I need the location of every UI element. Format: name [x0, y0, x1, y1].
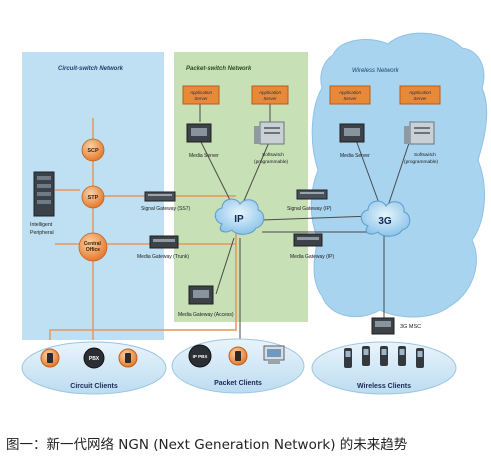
media-gateway-access-icon[interactable]: [188, 285, 214, 305]
computer-icon[interactable]: [263, 345, 285, 364]
mobile-phone-4-icon[interactable]: [398, 346, 406, 366]
softswitch-wireless-label: Softswitch (programmable): [404, 152, 439, 165]
stp-label: STP: [88, 195, 99, 201]
media-server-wireless-label: Media Server: [340, 153, 370, 159]
signal-gateway-ss7-icon[interactable]: [144, 191, 176, 202]
mobile-phone-2-icon[interactable]: [362, 346, 370, 366]
central-office-line1: Central: [84, 241, 102, 247]
media-gateway-access-label: Media Gateway (Access): [178, 312, 234, 318]
packet-zone-label: Packet-switch Network: [186, 66, 252, 72]
app-server-packet-1[interactable]: Application Server: [182, 85, 220, 105]
media-gateway-ip-icon[interactable]: [293, 233, 323, 247]
mobile-phone-5-icon[interactable]: [416, 348, 424, 368]
app-server-wireless-2[interactable]: Application Server: [399, 85, 441, 105]
central-office-label: Central Office: [84, 241, 103, 253]
circuit-clients-label: Circuit Clients: [70, 383, 118, 390]
signal-gateway-ip-icon[interactable]: [296, 189, 328, 200]
ip-phone-icon: [235, 351, 241, 361]
svg-text:Server: Server: [194, 96, 208, 101]
svg-text:Server: Server: [343, 96, 357, 101]
central-office-node[interactable]: [78, 232, 108, 262]
mobile-phone-1-icon[interactable]: [344, 348, 352, 368]
wireless-cloud: [310, 32, 488, 318]
svg-text:Application: Application: [408, 90, 432, 95]
mobile-phones-group: [344, 346, 424, 368]
scp-node[interactable]: [81, 138, 105, 162]
app-server-packet-2[interactable]: Application Server: [251, 85, 289, 105]
stp-node[interactable]: [81, 185, 105, 209]
intelligent-peripheral-label: Intelligent Peripheral: [30, 222, 54, 236]
media-gateway-trunk-icon[interactable]: [149, 235, 179, 249]
ip-cloud-label: IP: [234, 214, 244, 225]
svg-text:Application: Application: [189, 90, 213, 95]
ip-pbx-circle[interactable]: [188, 344, 212, 368]
signal-gateway-ip-label: Signal Gateway (IP): [287, 206, 332, 212]
diagram-canvas: Circuit-switch Network Packet-switch Net…: [21, 32, 488, 395]
3g-cloud[interactable]: 3G: [360, 200, 411, 237]
mobile-phone-3-icon[interactable]: [380, 346, 388, 366]
figure-caption: 图一：新一代网络 NGN (Next Generation Network) 的…: [6, 437, 408, 453]
scp-label: SCP: [87, 148, 99, 154]
3g-cloud-label: 3G: [378, 216, 392, 227]
intelligent-peripheral-icon[interactable]: [33, 171, 55, 217]
media-server-packet-label: Media Server: [189, 153, 219, 159]
svg-text:Application: Application: [338, 90, 362, 95]
circuit-zone-label: Circuit-switch Network: [58, 66, 124, 72]
svg-text:Server: Server: [413, 96, 427, 101]
ip-cloud[interactable]: IP: [214, 198, 265, 235]
pbx-label: PBX: [89, 356, 100, 362]
msc-label: 3G MSC: [400, 324, 421, 330]
signal-gateway-ss7-label: Signal Gateway (SS7): [141, 206, 191, 212]
ip-pbx-label: IP PBX: [193, 354, 208, 359]
msc-icon[interactable]: [371, 317, 395, 335]
app-server-wireless-1[interactable]: Application Server: [329, 85, 371, 105]
media-gateway-ip-label: Media Gateway (IP): [290, 254, 335, 260]
phone-icon-2: [125, 353, 131, 363]
media-gateway-trunk-label: Media Gateway (Trunk): [137, 254, 189, 260]
pbx-circle[interactable]: [83, 347, 105, 369]
packet-clients-label: Packet Clients: [214, 380, 262, 387]
central-office-line2: Office: [86, 247, 100, 253]
softswitch-packet-icon[interactable]: [254, 121, 285, 145]
media-server-wireless-icon[interactable]: [339, 123, 365, 143]
wireless-clients-label: Wireless Clients: [357, 383, 411, 390]
svg-text:Server: Server: [263, 96, 277, 101]
wireless-zone-label: Wireless Network: [352, 68, 400, 74]
softswitch-packet-label: Softswitch (programmable): [254, 152, 289, 165]
media-server-packet-icon[interactable]: [186, 123, 212, 143]
svg-text:Application: Application: [258, 90, 282, 95]
softswitch-wireless-icon[interactable]: [404, 121, 435, 145]
phone-icon-1: [47, 353, 53, 363]
